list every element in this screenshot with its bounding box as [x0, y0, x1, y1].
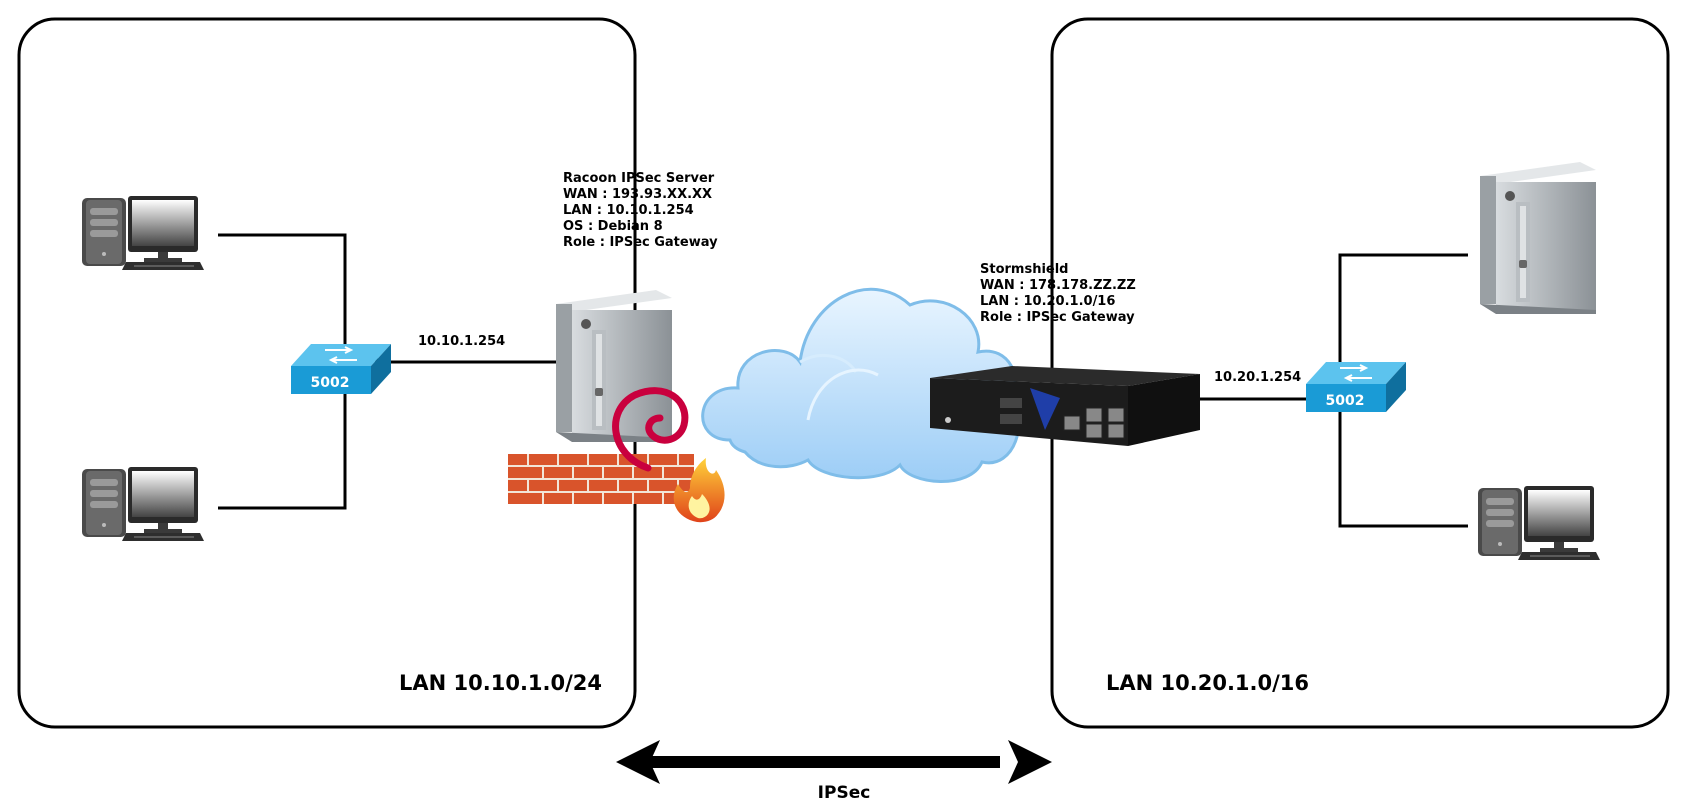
right-lan-label: LAN 10.20.1.0/16	[1106, 671, 1309, 695]
stormshield-appliance-icon[interactable]	[930, 366, 1200, 446]
left-lan-label: LAN 10.10.1.0/24	[399, 671, 602, 695]
racoon-server-role: Role : IPSec Gateway	[563, 235, 718, 250]
right-gateway-ip: 10.20.1.254	[1214, 370, 1301, 385]
brick-firewall-icon	[508, 454, 694, 504]
desktop-pc-icon[interactable]	[81, 466, 205, 542]
network-switch-icon[interactable]: 5002	[290, 343, 392, 395]
left-gateway-ip: 10.10.1.254	[418, 334, 505, 349]
stormshield-wan: WAN : 178.178.ZZ.ZZ	[980, 278, 1136, 293]
ipsec-label: IPSec	[818, 783, 871, 800]
left-switch-label: 5002	[311, 375, 350, 391]
debian-swirl-icon	[612, 387, 689, 472]
network-switch-icon[interactable]: 5002	[1305, 361, 1407, 413]
racoon-server-wan: WAN : 193.93.XX.XX	[563, 187, 712, 202]
fire-icon	[673, 458, 725, 523]
right-switch-label: 5002	[1326, 393, 1365, 409]
ipsec-tunnel-arrow	[616, 740, 1052, 784]
racoon-server-name: Racoon IPSec Server	[563, 171, 715, 186]
tower-server-icon[interactable]	[1480, 162, 1596, 314]
desktop-pc-icon[interactable]	[1477, 485, 1601, 561]
stormshield-name: Stormshield	[980, 262, 1069, 277]
racoon-server-lan: LAN : 10.10.1.254	[563, 203, 694, 218]
racoon-server-os: OS : Debian 8	[563, 219, 663, 234]
stormshield-lan: LAN : 10.20.1.0/16	[980, 294, 1115, 309]
stormshield-role: Role : IPSec Gateway	[980, 310, 1135, 325]
internet-cloud-icon	[701, 287, 1020, 483]
desktop-pc-icon[interactable]	[81, 195, 205, 271]
